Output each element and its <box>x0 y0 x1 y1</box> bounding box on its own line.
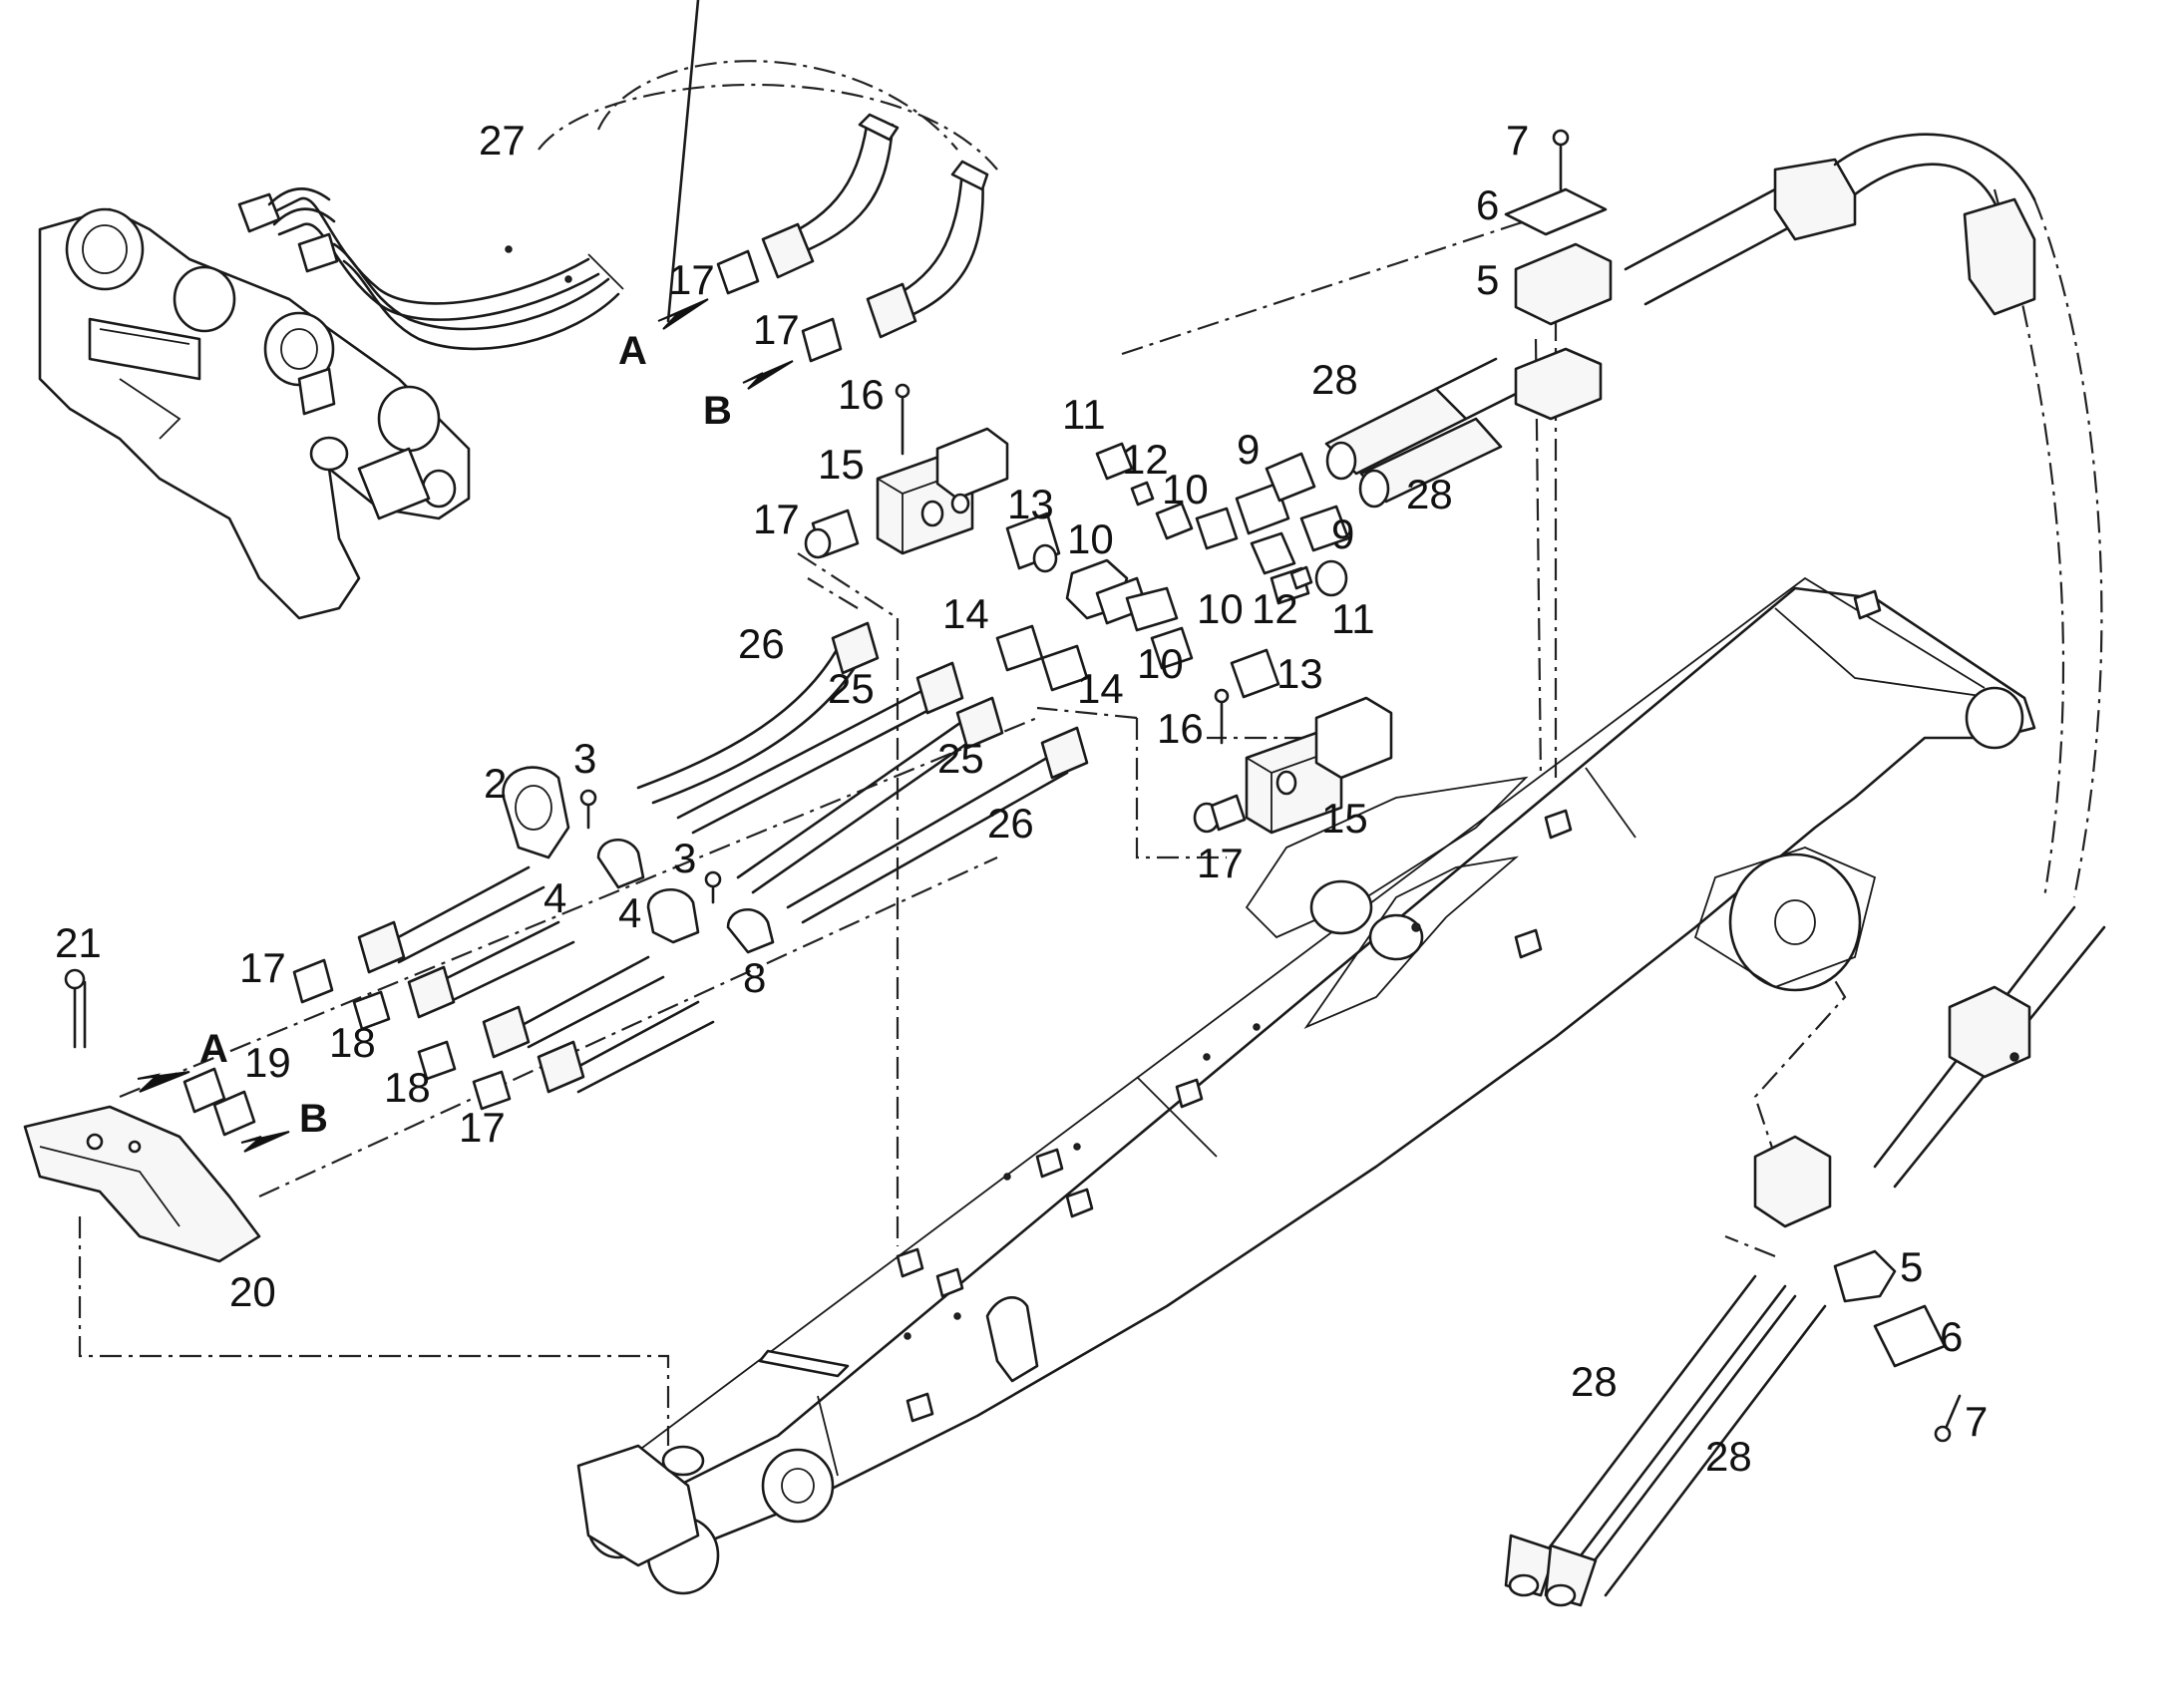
lower-left-hoses <box>292 865 715 1111</box>
callout-11: 11 <box>1062 391 1106 438</box>
stick-arm <box>576 576 2036 1595</box>
connector-block-upper <box>876 383 1009 555</box>
callout-12: 12 <box>1122 436 1169 483</box>
callout-13: 13 <box>1276 650 1323 697</box>
callout-10: 10 <box>1162 466 1209 512</box>
callout-28: 28 <box>1406 471 1453 517</box>
callout-26: 26 <box>987 800 1034 847</box>
callout-26: 26 <box>738 620 785 667</box>
flow-label-a: A <box>199 1027 228 1071</box>
fittings-cluster <box>804 442 1350 834</box>
callout-2: 2 <box>484 760 507 807</box>
callout-17: 17 <box>753 306 800 353</box>
callout-5: 5 <box>1476 256 1499 303</box>
connector-block-20 <box>23 968 261 1263</box>
callout-10: 10 <box>1067 515 1114 562</box>
upper-right-hoses <box>1624 133 2036 316</box>
callout-4: 4 <box>544 874 566 921</box>
quick-coupler <box>38 207 471 620</box>
lower-right-hoses <box>1504 905 2106 1607</box>
callout-18: 18 <box>384 1064 431 1111</box>
callout-12: 12 <box>1252 585 1298 632</box>
flow-arrows-top <box>657 0 794 390</box>
callout-labels: 27 17 17 A B 16 15 17 13 11 12 10 10 9 9… <box>55 117 1988 1480</box>
callout-11: 11 <box>1331 595 1375 642</box>
callout-13: 13 <box>1007 481 1054 527</box>
callout-21: 21 <box>55 919 102 966</box>
upper-hose-pair <box>716 113 989 363</box>
callout-15: 15 <box>818 441 865 488</box>
flow-label-a: A <box>618 329 647 373</box>
callout-28: 28 <box>1571 1358 1618 1405</box>
connector-block-lower <box>1214 688 1393 835</box>
hose-clamps <box>502 766 775 954</box>
callout-10: 10 <box>1197 585 1244 632</box>
callout-3: 3 <box>673 835 696 881</box>
callout-3: 3 <box>573 735 596 782</box>
callout-27: 27 <box>479 117 526 164</box>
callout-5: 5 <box>1900 1243 1923 1290</box>
callout-18: 18 <box>329 1019 376 1066</box>
callout-17: 17 <box>239 944 286 991</box>
callout-7: 7 <box>1965 1398 1988 1445</box>
callout-20: 20 <box>229 1268 276 1315</box>
callout-9: 9 <box>1237 426 1260 473</box>
callout-17: 17 <box>668 256 715 303</box>
callout-4: 4 <box>618 889 641 936</box>
callout-9: 9 <box>1331 511 1354 557</box>
callout-17: 17 <box>753 496 800 542</box>
middle-hoses <box>636 621 1089 924</box>
callout-7: 7 <box>1506 117 1529 164</box>
callout-15: 15 <box>1321 795 1368 842</box>
callout-25: 25 <box>937 735 984 782</box>
callout-25: 25 <box>828 665 875 712</box>
callout-14: 14 <box>942 590 989 637</box>
callout-6: 6 <box>1940 1313 1963 1360</box>
callout-17: 17 <box>1197 840 1244 886</box>
callout-8: 8 <box>743 954 766 1001</box>
hose-ends-28-upper <box>1324 357 1528 509</box>
callout-28: 28 <box>1311 356 1358 403</box>
callout-14: 14 <box>1077 665 1124 712</box>
callout-17: 17 <box>459 1104 506 1151</box>
callout-28: 28 <box>1705 1433 1752 1480</box>
clamp-upper <box>1504 129 1613 421</box>
flow-label-b: B <box>703 389 732 433</box>
callout-6: 6 <box>1476 181 1499 228</box>
callout-10: 10 <box>1137 640 1184 687</box>
callout-19: 19 <box>244 1039 291 1086</box>
hose-pair-27 <box>237 187 624 351</box>
flow-label-b: B <box>299 1097 328 1141</box>
callout-16: 16 <box>838 371 885 418</box>
flow-arrows-left <box>137 1071 290 1153</box>
callout-16: 16 <box>1157 705 1204 752</box>
